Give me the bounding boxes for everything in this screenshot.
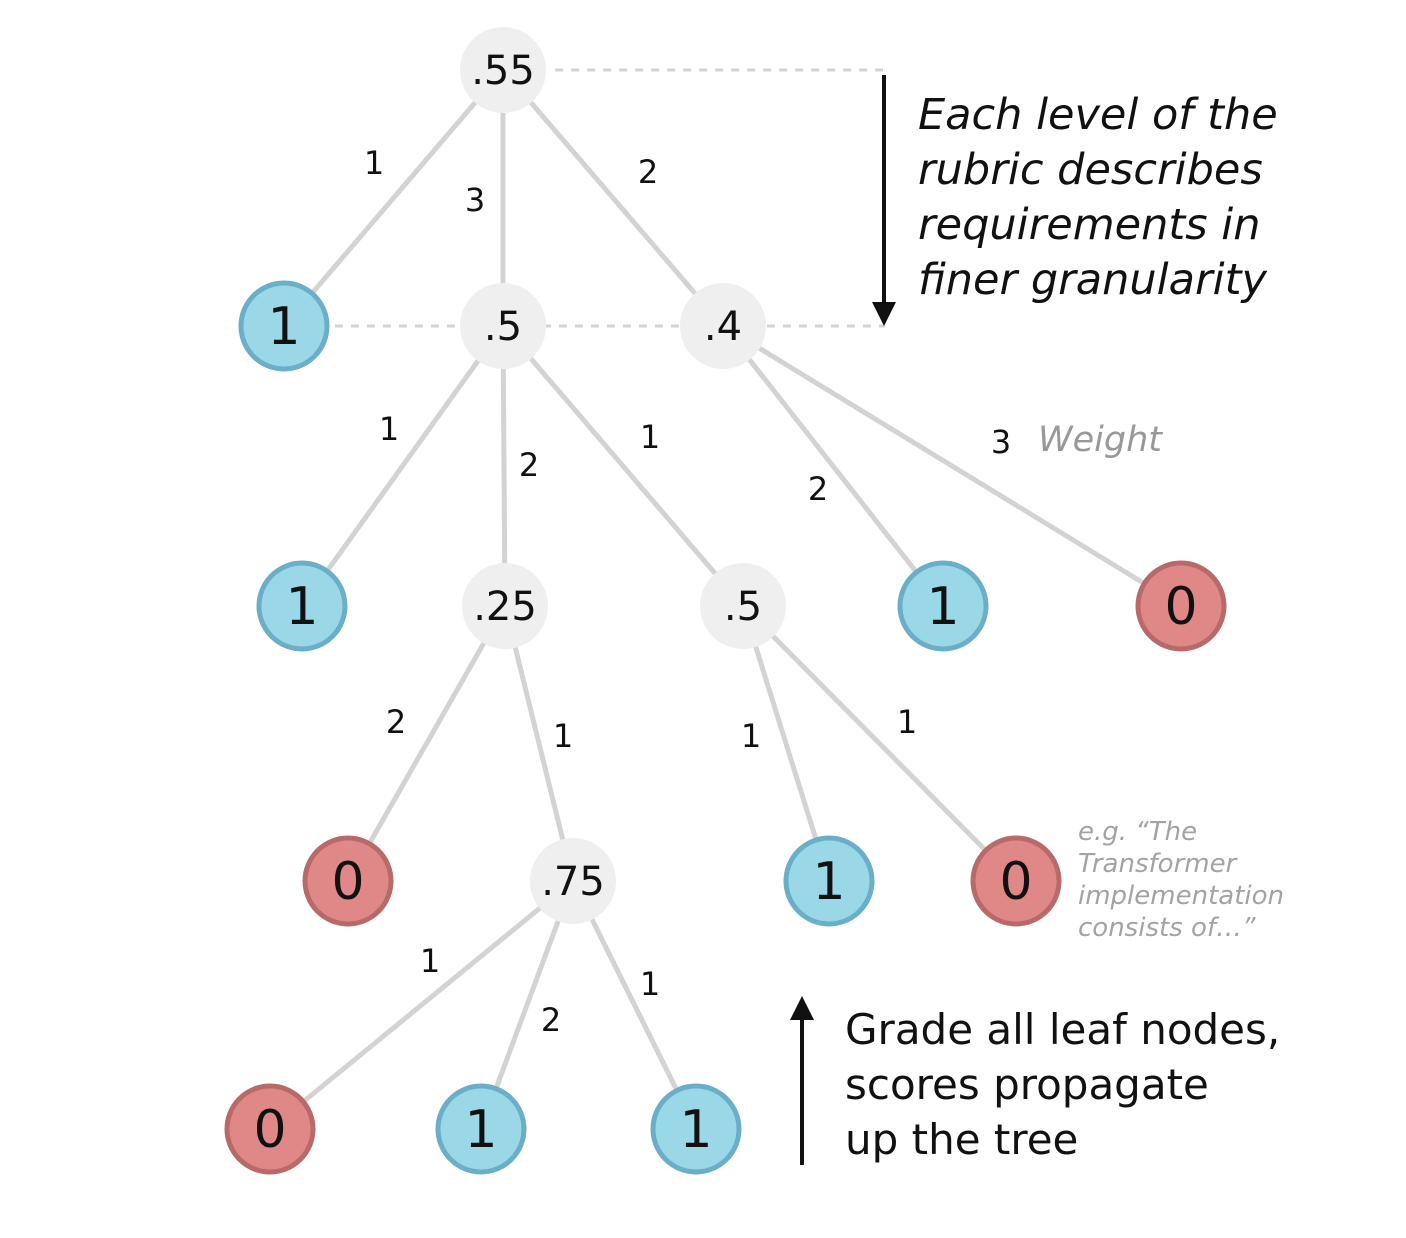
weight-legend-label: Weight [1038,420,1162,460]
tree-edge [281,67,506,329]
edge-weight-label: 2 [386,703,406,741]
tree-edge [502,603,576,884]
node-score-label: .5 [724,584,762,630]
node-circle [1135,560,1227,652]
leaf-example-line: e.g. “The [1078,817,1198,847]
tree-node-pass: 1 [256,560,348,652]
edge-weight-label: 2 [541,1001,561,1039]
node-circle [462,563,548,649]
leaf-example-line: consists of…” [1078,913,1256,943]
node-circle [700,563,786,649]
tree-edge [740,603,832,884]
edge-weight-label: 2 [519,446,539,484]
node-score-label: .5 [484,304,522,350]
edge-weight-label: 2 [638,153,658,191]
tree-node-pass: 1 [238,280,330,372]
node-score-label: 0 [253,1100,286,1160]
granularity-note-line: Each level of the [918,90,1278,140]
leaf-example-line: implementation [1078,881,1285,911]
granularity-note: Each level of the rubric describes requi… [918,88,1278,308]
edge-weight-label: 1 [553,717,573,755]
up-arrow-icon [790,996,814,1020]
node-score-label: 1 [679,1100,712,1160]
tree-node-pass: 1 [783,835,875,927]
node-circle [650,1083,742,1175]
edge-weight-label: 1 [640,418,660,456]
granularity-note-line: finer granularity [918,255,1267,305]
tree-node-internal: .5 [460,283,546,369]
node-circle [530,838,616,924]
tree-edge [500,323,508,609]
tree-node-internal: .75 [530,838,616,924]
tree-node-internal: .55 [460,27,546,113]
node-circle [302,835,394,927]
tree-edge [345,603,508,884]
node-circle [680,283,766,369]
node-circle [238,280,330,372]
tree-edge [267,878,576,1132]
propagation-note: Grade all leaf nodes, scores propagate u… [845,1002,1280,1167]
tree-node-internal: .5 [700,563,786,649]
node-score-label: 1 [464,1100,497,1160]
propagation-note-line: up the tree [845,1115,1079,1164]
tree-node-fail: 0 [224,1083,316,1175]
node-score-label: .4 [704,304,742,350]
tree-edge [720,323,1184,609]
tree-edges [267,67,1184,1132]
leaf-example-line: Transformer [1078,849,1237,879]
node-score-label: 0 [1164,577,1197,637]
node-score-label: 0 [331,852,364,912]
node-score-label: 1 [812,852,845,912]
tree-node-pass: 1 [897,560,989,652]
edge-weight-label: 1 [364,144,384,182]
tree-edge [500,67,726,329]
tree-edge [500,323,746,609]
tree-edge [740,603,1019,884]
node-score-label: 1 [267,297,300,357]
node-circle [435,1083,527,1175]
edge-weight-label: 3 [991,423,1011,461]
node-circle [224,1083,316,1175]
node-score-label: .75 [541,859,605,905]
propagation-note-line: scores propagate [845,1060,1209,1109]
node-circle [460,27,546,113]
tree-node-fail: 0 [970,835,1062,927]
tree-node-fail: 0 [302,835,394,927]
down-arrow-icon [872,302,896,326]
edge-weight-label: 1 [897,703,917,741]
node-circle [460,283,546,369]
edge-weight-label: 3 [465,181,485,219]
tree-node-internal: .25 [462,563,548,649]
node-score-label: .25 [473,584,537,630]
tree-edge [299,323,506,609]
node-circle [256,560,348,652]
node-circle [897,560,989,652]
direction-arrows [790,75,896,1165]
node-circle [783,835,875,927]
tree-node-fail: 0 [1135,560,1227,652]
edge-weight-label: 1 [741,717,761,755]
tree-node-internal: .4 [680,283,766,369]
node-circle [970,835,1062,927]
node-score-label: 0 [999,852,1032,912]
edge-weight-label: 1 [640,965,660,1003]
node-score-label: 1 [926,577,959,637]
node-score-label: 1 [285,577,318,637]
tree-node-pass: 1 [435,1083,527,1175]
tree-edge [570,878,699,1132]
edge-weight-label: 1 [420,942,440,980]
granularity-note-line: rubric describes [918,145,1263,195]
tree-edge [720,323,946,609]
level-guides [335,68,885,328]
tree-node-pass: 1 [650,1083,742,1175]
tree-nodes: .55 1 .5 .4 1 .25 .5 1 0 0 .75 1 0 0 1 1 [224,27,1227,1175]
granularity-note-line: requirements in [918,200,1261,250]
edge-weight-label: 2 [808,470,828,508]
edge-weight-label: 1 [379,410,399,448]
edge-weights: 1 3 2 1 2 1 2 3 2 1 1 1 1 2 1 [364,144,1011,1039]
leaf-example-label: e.g. “The Transformer implementation con… [1078,816,1284,944]
node-score-label: .55 [471,48,535,94]
propagation-note-line: Grade all leaf nodes, [845,1005,1281,1054]
